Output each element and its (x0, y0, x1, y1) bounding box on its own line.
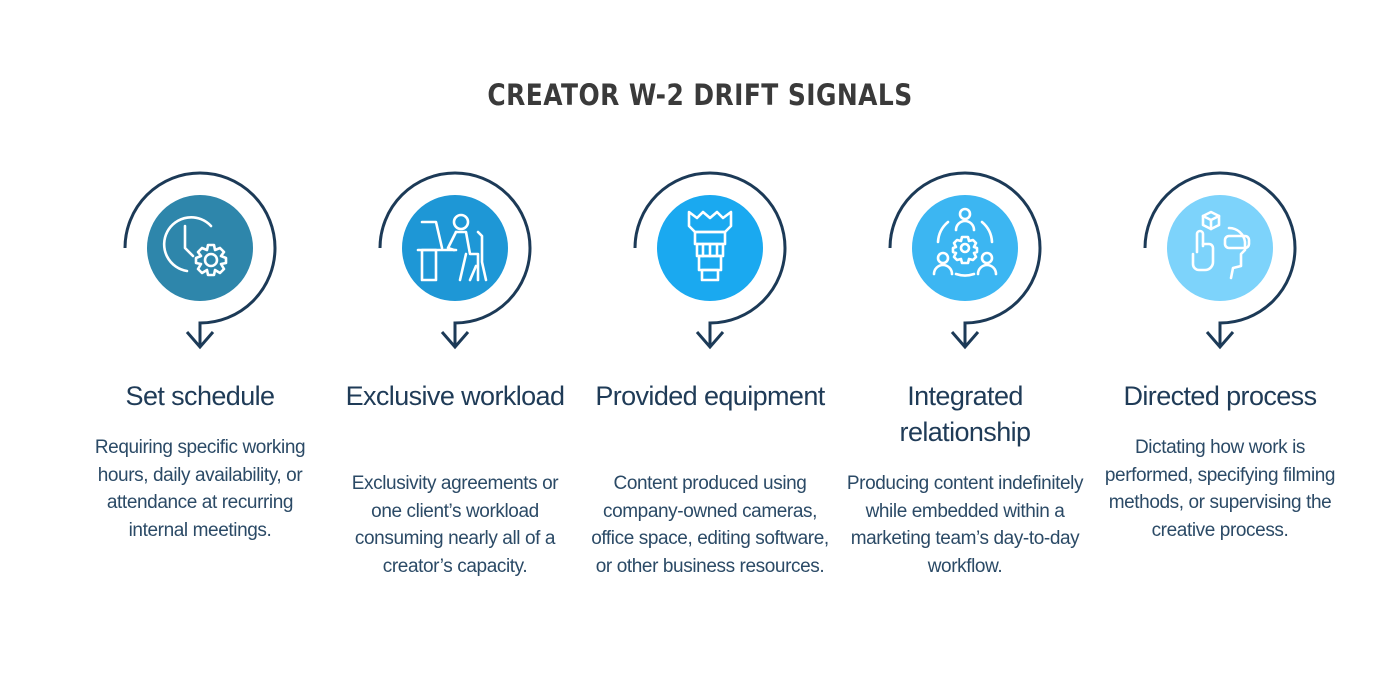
camera-lens-icon (687, 210, 733, 282)
signal-icon-ring (75, 170, 325, 360)
signal-card-integrated-relationship: Integrated relationship Producing conten… (840, 170, 1090, 577)
signal-icon-ring (1095, 170, 1345, 360)
signal-card-exclusive-workload: Exclusive workload Exclusivity agreement… (330, 170, 580, 577)
person-at-desk-icon (416, 213, 488, 282)
signal-description: Exclusivity agreements or one client’s w… (351, 473, 559, 577)
team-gear-icon (932, 207, 998, 277)
signal-icon-ring (330, 170, 580, 360)
signal-icon-ring (585, 170, 835, 360)
signal-title: Set schedule (125, 381, 276, 411)
signal-title: Directed process (1123, 381, 1318, 411)
signal-description: Dictating how work is performed, specify… (1104, 437, 1336, 541)
signal-title: Exclusive workload (345, 381, 565, 411)
signal-description: Content produced using company-owned cam… (591, 473, 829, 577)
signal-icon-ring (840, 170, 1090, 360)
signal-card-set-schedule: Set schedule Requiring specific working … (75, 170, 325, 541)
signal-title: Provided equipment (595, 381, 825, 411)
signal-card-provided-equipment: Provided equipment Content produced usin… (585, 170, 835, 577)
clock-gear-icon (162, 216, 228, 277)
signal-card-directed-process: Directed process Dictating how work is p… (1095, 170, 1345, 541)
signal-title: Integrated relationship (899, 381, 1031, 447)
signal-description: Producing content indefinitely while emb… (846, 473, 1084, 577)
hand-cube-vr-icon (1191, 210, 1251, 280)
signal-description: Requiring specific working hours, daily … (94, 437, 306, 541)
page-title: CREATOR W-2 DRIFT SIGNALS (487, 78, 913, 112)
